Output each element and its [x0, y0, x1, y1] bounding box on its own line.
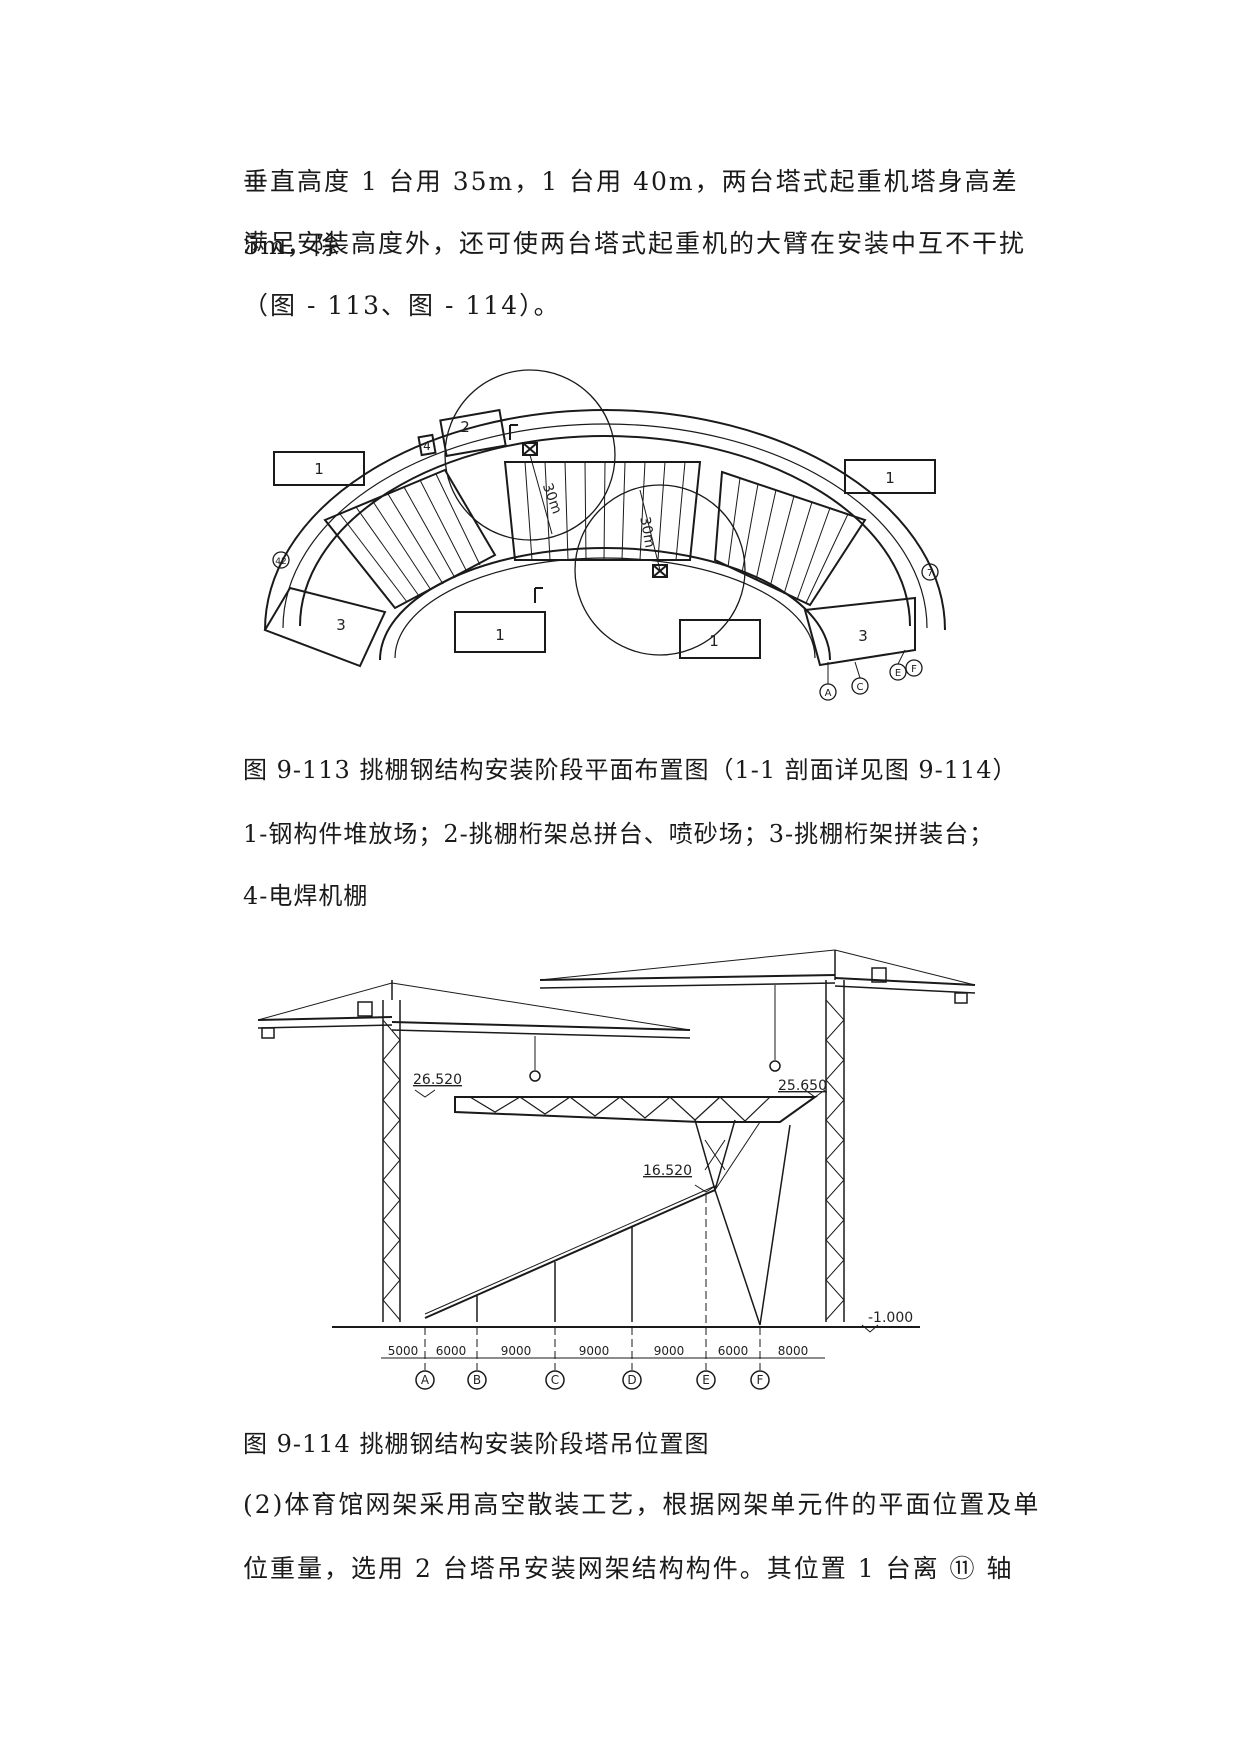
- paragraph-bottom-line2: 位重量，选用 2 台塔吊安装网架结构构件。其位置 1 台离 ⑪ 轴: [243, 1554, 1014, 1583]
- axis-B: B: [473, 1373, 481, 1387]
- radius-label-1: 30m: [539, 481, 565, 516]
- zone-1-label-bottom-left: 1: [495, 626, 505, 644]
- axis-C: C: [551, 1373, 559, 1387]
- axis-bubble-F: F: [911, 664, 917, 675]
- axis-bubble-left: 42: [275, 557, 286, 567]
- paragraph-top-line1: 垂直高度 1 台用 35m，1 台用 40m，两台塔式起重机塔身高差 5m，除: [243, 167, 1019, 260]
- axis-bubble-C: C: [857, 682, 864, 693]
- figure-114-caption: 图 9-114 挑棚钢结构安装阶段塔吊位置图: [243, 1430, 710, 1458]
- elevation-label-right: 25.650: [778, 1078, 827, 1094]
- dim-3: 9000: [579, 1344, 610, 1358]
- dim-4: 9000: [654, 1344, 685, 1358]
- figure-113-legend-line1: 1-钢构件堆放场；2-挑棚桁架总拼台、喷砂场；3-挑棚桁架拼装台；: [243, 820, 995, 848]
- axis-bubble-right: 7: [927, 568, 933, 579]
- dim-6: 8000: [778, 1344, 809, 1358]
- zone-4-label: 4: [423, 439, 431, 453]
- figure-113-caption: 图 9-113 挑棚钢结构安装阶段平面布置图（1-1 剖面详见图 9-114）: [243, 756, 1018, 784]
- zone-1-label-right: 1: [885, 469, 895, 487]
- zone-1-label-left: 1: [314, 460, 324, 478]
- zone-1-label-bottom-right: 1: [709, 632, 719, 650]
- axis-F: F: [757, 1373, 764, 1387]
- elevation-label-left: 26.520: [413, 1072, 462, 1088]
- figure-113-legend-line2: 4-电焊机棚: [243, 882, 369, 910]
- zone-3-label-left: 3: [336, 616, 346, 634]
- zone-3-label-right: 3: [858, 627, 868, 645]
- radius-label-2: 30m: [636, 515, 657, 549]
- elevation-label-mid: 16.520: [643, 1163, 692, 1179]
- figure-114-elevation: [257, 949, 976, 1390]
- dim-1: 6000: [436, 1344, 467, 1358]
- axis-E: E: [702, 1373, 710, 1387]
- dim-0: 5000: [388, 1344, 419, 1358]
- paragraph-bottom-line1: (2)体育馆网架采用高空散装工艺，根据网架单元件的平面位置及单: [243, 1490, 1041, 1519]
- axis-D: D: [627, 1373, 636, 1387]
- axis-A: A: [421, 1373, 430, 1387]
- dim-2: 9000: [501, 1344, 532, 1358]
- axis-bubble-A: A: [825, 688, 832, 699]
- zone-2-label: 2: [460, 418, 470, 436]
- paragraph-top-line2: 满足安装高度外，还可使两台塔式起重机的大臂在安装中互不干扰: [243, 229, 1027, 258]
- paragraph-top-line3: （图 - 113、图 - 114）。: [243, 291, 561, 320]
- axis-bubble-E: E: [895, 668, 901, 679]
- dim-5: 6000: [718, 1344, 749, 1358]
- elevation-label-ground: -1.000: [868, 1310, 913, 1326]
